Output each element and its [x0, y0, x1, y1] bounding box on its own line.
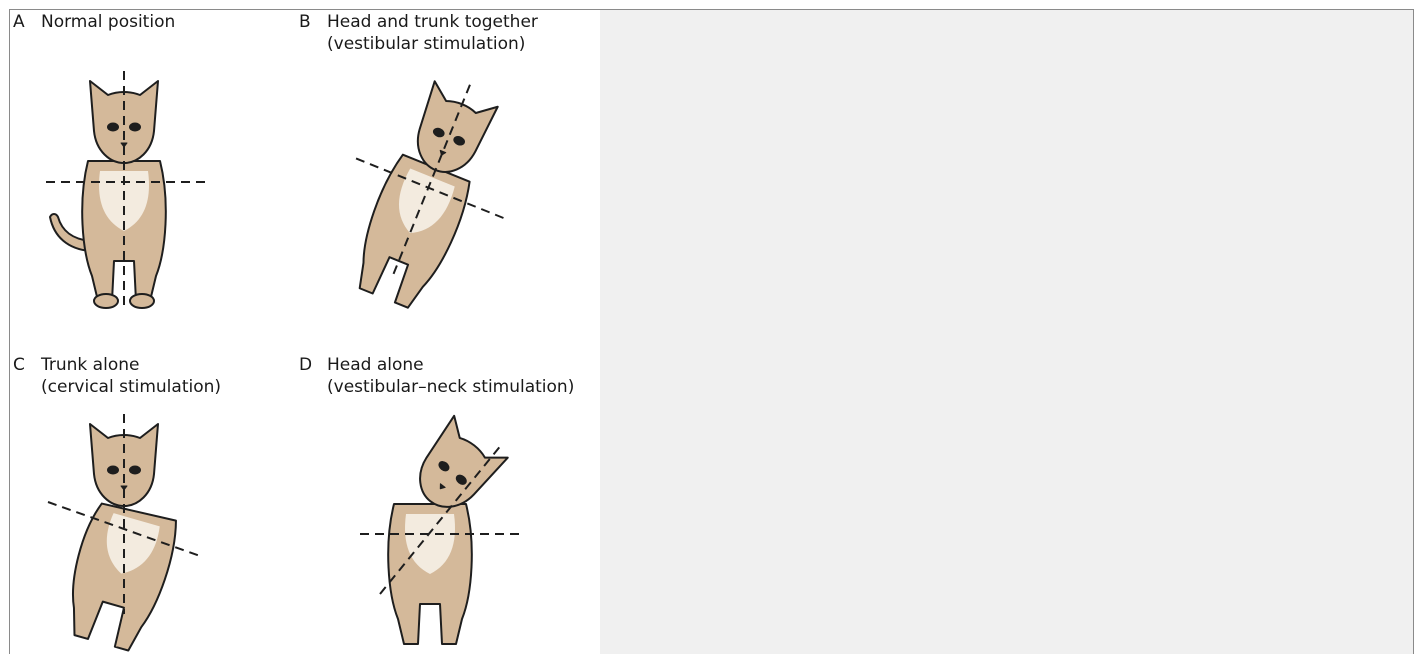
panel-d-title: Head alone [327, 354, 424, 376]
cat-body [311, 56, 547, 330]
cat-body [388, 416, 508, 644]
panel-c-title: Trunk alone [41, 354, 139, 376]
cat-trunk-alone-illustration [38, 394, 238, 654]
cat-normal-illustration [38, 51, 238, 311]
panel-c-letter: C [13, 354, 41, 376]
cat-head-trunk-tilted-illustration [339, 56, 539, 316]
panel-b-subtitle: (vestibular stimulation) [327, 33, 525, 55]
cat-body [57, 424, 181, 654]
panel-a-title: Normal position [41, 11, 175, 33]
panel-b-title: Head and trunk together [327, 11, 538, 33]
cat-body [50, 81, 166, 308]
panel-d-letter: D [299, 354, 327, 376]
panel-a-letter: A [13, 11, 41, 33]
panel-b-letter: B [299, 11, 327, 33]
cat-head-alone-illustration [344, 394, 544, 654]
